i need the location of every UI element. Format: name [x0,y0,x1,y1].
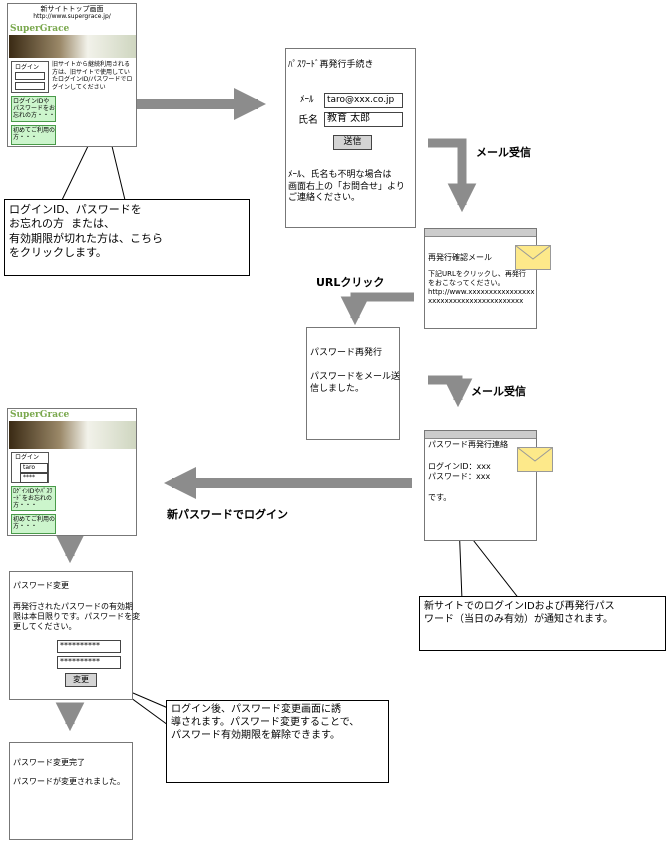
confirm-password-input[interactable]: ********** [57,656,121,669]
notice-mail-body: ログインID：xxx パスワード：xxx です。 [428,462,491,503]
callout-forgot-text: ログインID、パスワードを お忘れの方 または、 有効期限が切れた方は、こちら … [9,203,163,259]
callout-change-text: ログイン後、パスワード変更画面に誘 導されます。パスワード変更することで、 パス… [171,704,360,741]
change-page-body: 再発行されたパスワードの有効期 限は本日限りです。パスワードを変 更してください… [13,602,141,631]
callout-forgot: ログインID、パスワードを お忘れの方 または、 有効期限が切れた方は、こちら … [4,199,250,276]
reissued-page-title: パスワード再発行 [310,348,383,358]
change-page-title: パスワード変更 [13,581,69,590]
reissue-form-screen: ﾊﾟｽﾜｰﾄﾞ再発行手続き ﾒｰﾙ taro@xxx.co.jp 氏名 教育 太… [285,48,416,228]
reissued-page-screen: パスワード再発行 パスワードをメール送 信しました。 [306,327,400,440]
arrow-url-click [340,292,414,326]
reissue-note: ﾒｰﾙ、氏名も不明な場合は 画面右上の「お問合せ」より ご連絡ください。 [288,170,405,204]
done-page-body: パスワードが変更されました。 [13,777,125,786]
login-site-forgot-link-label: ﾛｸﾞｲﾝIDやﾊﾟｽﾜｰﾄﾞをお忘れの方・・・ [13,488,53,510]
arrow-to-notice-mail [428,375,473,408]
label-new-login: 新パスワードでログイン [167,508,288,521]
reissue-submit-button[interactable]: 送信 [333,135,372,150]
login-site-banner-image [9,421,136,449]
login-site-logo: SuperGrace [10,410,70,420]
top-site-screen: 新サイトトップ画面 http://www.supergrace.jp/ Supe… [7,3,137,147]
top-site-login-box: ログイン [11,61,49,93]
notice-mail-title: パスワード再発行連絡 [428,440,508,449]
login-site-login-label: ログイン [15,454,40,461]
top-site-forgot-link-label: ログインIDやパスワードをお忘れの方・・・ [13,98,56,120]
envelope-icon [517,447,553,472]
login-site-screen: SuperGrace ログイン taro **** ﾛｸﾞｲﾝIDやﾊﾟｽﾜｰﾄ… [7,408,137,536]
callout-change: ログイン後、パスワード変更画面に誘 導されます。パスワード変更することで、 パス… [166,700,389,783]
reissue-name-label: 氏名 [298,115,318,126]
reissue-mail-label: ﾒｰﾙ [300,95,314,105]
login-site-password-input[interactable]: **** [20,473,48,483]
login-site-first-link-label: 初めてご利用の方・・・ [13,516,56,531]
login-site-forgot-link[interactable]: ﾛｸﾞｲﾝIDやﾊﾟｽﾜｰﾄﾞをお忘れの方・・・ [11,486,56,511]
top-site-password-input[interactable] [15,82,45,90]
top-site-title: 新サイトトップ画面 [40,5,104,13]
label-mail-received-1: メール受信 [476,146,531,159]
top-site-id-input[interactable] [15,72,45,80]
login-site-login-box: ログイン taro **** [11,452,49,483]
top-site-banner-image [9,35,136,58]
password-done-screen: パスワード変更完了 パスワードが変更されました。 [9,742,133,840]
label-url-click: URLクリック [316,276,385,289]
top-site-notice: 旧サイトから継続利用される方は、旧サイトで使用していたログインID/パスワードで… [52,61,133,91]
reissue-mail-input[interactable]: taro@xxx.co.jp [324,93,403,108]
reissued-page-body: パスワードをメール送 信しました。 [310,372,401,394]
confirm-mail-title: 再発行確認メール [428,253,492,262]
confirm-mail-body: 下記URLをクリックし、再発行 をおこなってください。 http://www.x… [428,270,535,306]
login-site-first-link[interactable]: 初めてご利用の方・・・ [11,514,56,534]
new-password-input[interactable]: ********** [57,640,121,653]
password-change-screen: パスワード変更 再発行されたパスワードの有効期 限は本日限りです。パスワードを変… [9,571,140,700]
change-password-button[interactable]: 変更 [65,673,97,687]
reissue-form-title: ﾊﾟｽﾜｰﾄﾞ再発行手続き [288,60,374,70]
label-mail-received-2: メール受信 [471,385,526,398]
callout-notice: 新サイトでのログインIDおよび再発行パス ワード（当日のみ有効）が通知されます。 [419,596,666,651]
top-site-url: http://www.supergrace.jp/ [33,13,111,20]
login-site-id-input[interactable]: taro [20,463,48,473]
top-site-login-label: ログイン [15,64,40,71]
confirm-mail-screen: 再発行確認メール 下記URLをクリックし、再発行 をおこなってください。 htt… [424,228,551,329]
arrow-to-confirm-mail [428,138,477,213]
top-site-first-link[interactable]: 初めてご利用の方・・・ [11,125,56,145]
top-site-first-link-label: 初めてご利用の方・・・ [13,127,56,142]
confirm-mail-header-bar [425,229,536,237]
top-site-forgot-link[interactable]: ログインIDやパスワードをお忘れの方・・・ [11,96,56,122]
envelope-icon [515,245,551,270]
notice-mail-screen: パスワード再発行連絡 ログインID：xxx パスワード：xxx です。 [424,430,553,541]
callout-notice-text: 新サイトでのログインIDおよび再発行パス ワード（当日のみ有効）が通知されます。 [424,601,615,625]
done-page-title: パスワード変更完了 [13,758,85,767]
notice-mail-header-bar [425,431,536,439]
top-site-logo: SuperGrace [10,24,70,34]
reissue-name-input[interactable]: 教育 太郎 [324,112,403,127]
